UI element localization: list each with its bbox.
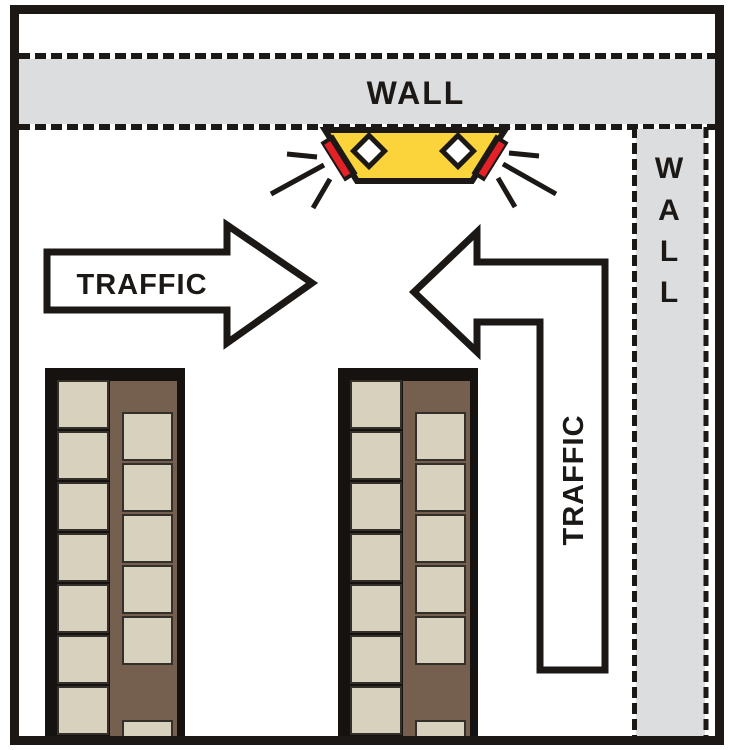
light-ray bbox=[495, 176, 518, 209]
light-ray bbox=[310, 177, 333, 210]
shelf-box bbox=[350, 533, 402, 582]
diagram-border bbox=[10, 5, 724, 745]
reflector-red-stripe bbox=[324, 141, 351, 178]
traffic-arrow-right-pointing: TRAFFIC bbox=[43, 218, 319, 350]
shelf-box bbox=[350, 482, 402, 531]
shelving-unit bbox=[45, 368, 185, 741]
shelf-box bbox=[415, 616, 466, 665]
traffic-arrow-bent-left-pointing: TRAFFIC bbox=[408, 223, 609, 674]
shelf-box bbox=[415, 463, 466, 512]
shelf-box bbox=[122, 412, 173, 461]
shelf-box bbox=[350, 431, 402, 480]
reflector-red-stripe bbox=[478, 141, 505, 178]
shelf-box bbox=[122, 514, 173, 563]
traffic-arrow-shape bbox=[43, 218, 319, 350]
shelf-box bbox=[350, 380, 402, 429]
light-rays-left bbox=[269, 151, 333, 210]
shelf-box bbox=[57, 482, 109, 531]
red-reflector-left bbox=[320, 134, 358, 182]
right-wall-letter: A bbox=[658, 194, 680, 227]
light-lens-diamond-left bbox=[349, 131, 389, 171]
shelf-box bbox=[122, 463, 173, 512]
shelf-box bbox=[350, 686, 402, 735]
light-ray bbox=[286, 151, 318, 160]
shelf-box bbox=[415, 514, 466, 563]
traffic-arrow-label: TRAFFIC bbox=[558, 414, 590, 545]
right-wall-letter: W bbox=[655, 152, 684, 185]
right-wall-band bbox=[636, 129, 705, 740]
shelf-box bbox=[57, 431, 109, 480]
shelf-box bbox=[122, 616, 173, 665]
top-wall-label: WALL bbox=[367, 75, 466, 111]
shelving-units bbox=[45, 368, 478, 741]
shelf-box bbox=[57, 635, 109, 684]
shelf-box bbox=[350, 635, 402, 684]
top-wall-band bbox=[19, 59, 719, 124]
shelving-unit bbox=[338, 368, 478, 741]
red-reflector-right bbox=[471, 134, 509, 182]
right-wall-letter: L bbox=[660, 276, 678, 309]
traffic-arrow-label: TRAFFIC bbox=[76, 269, 207, 301]
shelf-box bbox=[415, 565, 466, 614]
shelf-box bbox=[57, 584, 109, 633]
light-ray bbox=[508, 150, 540, 159]
light-rays-right bbox=[495, 150, 558, 209]
shelf-box bbox=[57, 686, 109, 735]
shelf-box bbox=[57, 380, 109, 429]
traffic-arrow-shape bbox=[408, 223, 609, 674]
right-wall-letter: L bbox=[660, 235, 678, 268]
light-ray bbox=[269, 162, 326, 197]
corner-light-fixture bbox=[269, 127, 558, 210]
shelf-box bbox=[57, 533, 109, 582]
shelf-box bbox=[122, 565, 173, 614]
right-wall-label: W A L L bbox=[655, 152, 684, 309]
light-lens-diamond-right bbox=[438, 131, 478, 171]
shelf-box bbox=[350, 584, 402, 633]
shelf-box bbox=[415, 412, 466, 461]
light-ray bbox=[501, 161, 558, 197]
